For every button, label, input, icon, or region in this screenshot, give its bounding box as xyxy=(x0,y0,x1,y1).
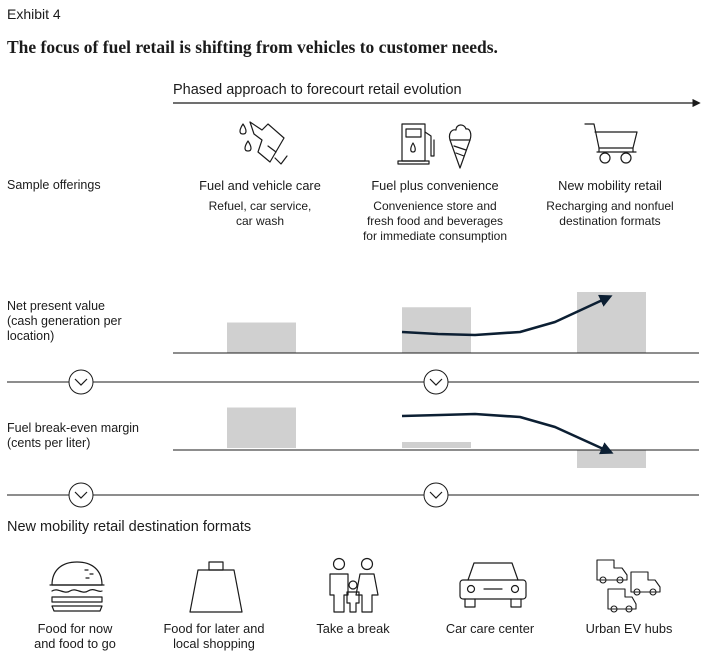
fuel-nozzle-icon xyxy=(239,121,288,165)
phase-1-desc-line1: Refuel, car service, xyxy=(208,199,312,213)
chevron-down-icon xyxy=(68,482,94,508)
phase-axis-label: Phased approach to forecourt retail evol… xyxy=(173,82,462,98)
format-label-line1: Food for later and xyxy=(163,621,265,636)
format-label-line1: Take a break xyxy=(316,621,390,636)
phase-2-desc-line3: for immediate consumption xyxy=(362,229,508,243)
format-label-ev-hubs: Urban EV hubs xyxy=(559,621,699,636)
phase-2-name: Fuel plus convenience xyxy=(371,178,499,193)
sample-offerings-label: Sample offerings xyxy=(7,178,101,192)
format-label-line1: Food for now xyxy=(37,621,113,636)
fuel-pump-ice-cream-icon xyxy=(397,123,472,169)
margin-bar xyxy=(402,442,471,448)
npv-bar xyxy=(577,292,646,353)
npv-trend-line xyxy=(401,294,613,337)
shopping-bag-icon xyxy=(189,561,243,613)
shopping-cart-icon xyxy=(584,123,638,164)
margin-bar xyxy=(227,407,296,448)
phase-2-desc-line2: fresh food and beverages xyxy=(366,214,504,228)
phase-2-desc: Convenience store and fresh food and bev… xyxy=(345,199,525,244)
margin-label-line2: (cents per liter) xyxy=(7,436,91,450)
chevron-down-icon xyxy=(423,369,449,395)
phase-1-desc-line2: car wash xyxy=(235,214,285,228)
delivery-vans-icon xyxy=(596,559,661,613)
phase-3-desc-line2: destination formats xyxy=(559,214,661,228)
format-label-take-break: Take a break xyxy=(283,621,423,636)
exhibit-label: Exhibit 4 xyxy=(7,6,61,22)
margin-label: Fuel break-even margin (cents per liter) xyxy=(7,421,139,451)
margin-label-line1: Fuel break-even margin xyxy=(7,421,140,435)
phase-3-desc-line1: Recharging and nonfuel xyxy=(546,199,674,213)
format-label-line2: local shopping xyxy=(173,636,255,651)
burger-icon xyxy=(49,561,105,612)
phase-1-desc: Refuel, car service, car wash xyxy=(170,199,350,229)
npv-label-line3: location) xyxy=(7,329,55,343)
family-icon xyxy=(329,557,379,613)
phase-3-desc: Recharging and nonfuel destination forma… xyxy=(520,199,700,229)
format-label-car-care: Car care center xyxy=(420,621,560,636)
car-icon xyxy=(459,562,527,608)
margin-trend-line xyxy=(401,412,614,455)
format-label-line1: Car care center xyxy=(445,621,535,636)
npv-bar xyxy=(402,307,471,353)
chevron-down-icon xyxy=(423,482,449,508)
npv-label: Net present value (cash generation per l… xyxy=(7,299,122,344)
formats-title: New mobility retail destination formats xyxy=(7,519,252,535)
phase-1-name: Fuel and vehicle care xyxy=(199,178,321,193)
format-label-line2: and food to go xyxy=(34,636,116,651)
margin-chart xyxy=(227,407,646,468)
phase-3-name: New mobility retail xyxy=(558,178,662,193)
npv-chart xyxy=(227,292,646,353)
margin-bar xyxy=(577,450,646,468)
npv-label-line2: (cash generation per xyxy=(7,314,122,328)
npv-label-line1: Net present value xyxy=(7,299,105,313)
format-label-food-now: Food for now and food to go xyxy=(5,621,145,651)
npv-bar xyxy=(227,322,296,353)
chevron-down-icon xyxy=(68,369,94,395)
format-label-line1: Urban EV hubs xyxy=(585,621,673,636)
page-title: The focus of fuel retail is shifting fro… xyxy=(7,37,498,57)
format-label-food-later: Food for later and local shopping xyxy=(144,621,284,651)
phase-2-desc-line1: Convenience store and xyxy=(373,199,497,213)
